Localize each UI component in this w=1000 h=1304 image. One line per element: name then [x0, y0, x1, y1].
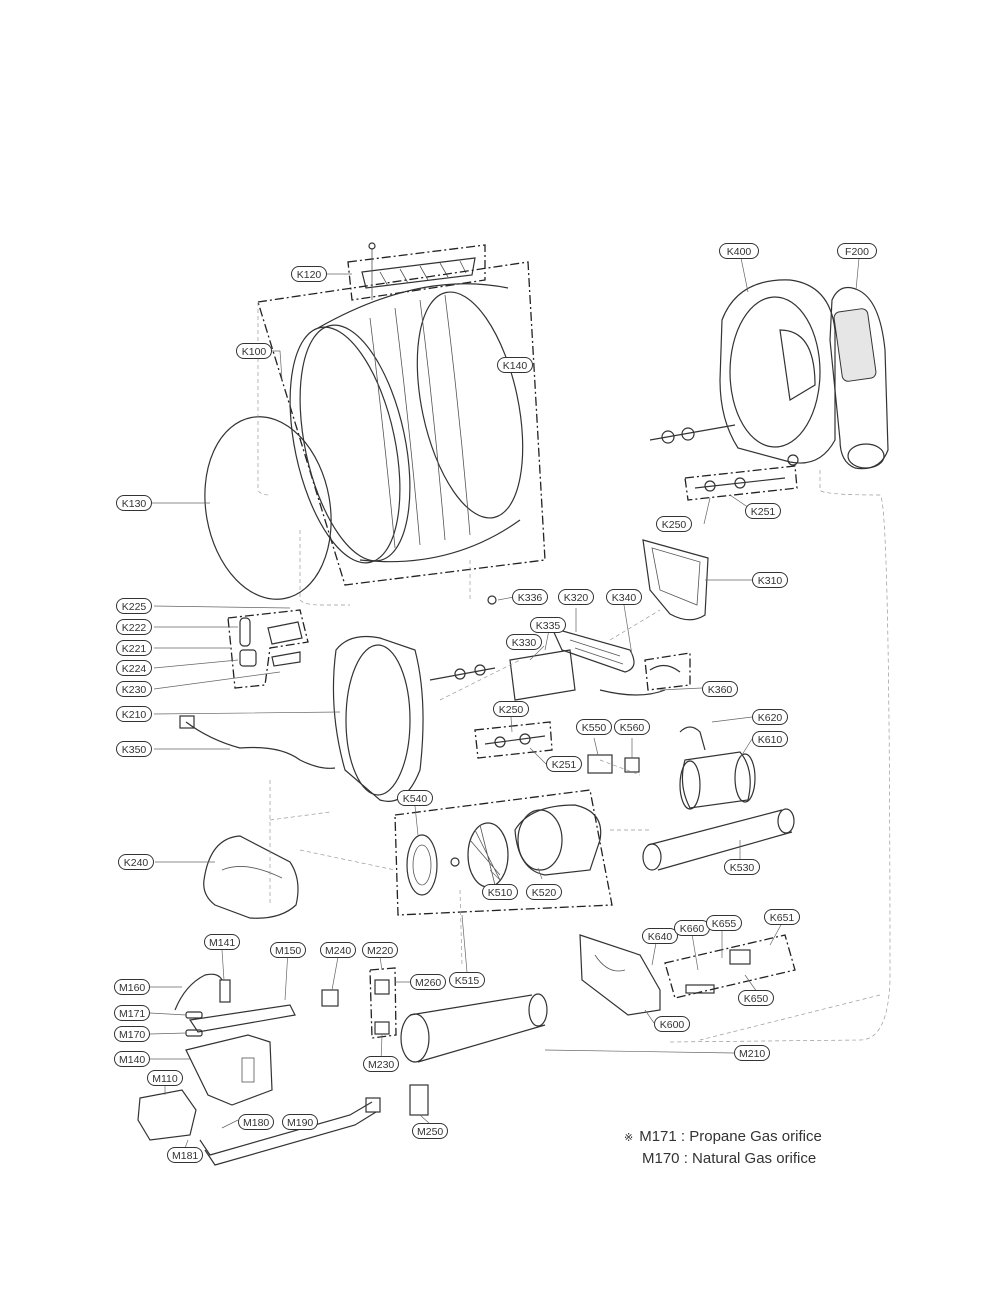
orifice-note: ※ M171 : Propane Gas orifice M170 : Natur…	[624, 1128, 822, 1167]
part-K600-bracket	[579, 934, 661, 1016]
callout-K530: K530	[724, 859, 760, 875]
part-K250-roller-lower	[429, 664, 553, 759]
part-K210-front-bulkhead	[332, 635, 424, 802]
callout-M210: M210	[734, 1045, 770, 1061]
part-K650-igniter	[664, 934, 796, 999]
callout-K651: K651	[764, 909, 800, 925]
callout-K310: K310	[752, 572, 788, 588]
callout-M160: M160	[114, 979, 150, 995]
callout-M150: M150	[270, 942, 306, 958]
callout-K130: K130	[116, 495, 152, 511]
part-M220-sensor-group	[321, 967, 397, 1039]
callout-K251-top: K251	[745, 503, 781, 519]
callout-K250-lower: K250	[493, 701, 529, 717]
callout-K230: K230	[116, 681, 152, 697]
part-K400-rear-bulkhead	[719, 279, 836, 466]
part-M140-burner-bracket	[185, 979, 296, 1106]
callout-K330: K330	[506, 634, 542, 650]
part-K250-roller-top	[684, 465, 798, 501]
part-K220-lamp-group	[227, 609, 309, 689]
callout-K650: K650	[738, 990, 774, 1006]
callout-K221: K221	[116, 640, 152, 656]
note-line-natural: M170 : Natural Gas orifice	[642, 1150, 817, 1167]
callout-K660: K660	[674, 920, 710, 936]
part-M110-valve	[137, 1089, 197, 1141]
part-M210-burner-tube	[400, 993, 548, 1116]
part-K140-drum	[257, 261, 546, 586]
part-K350-cord	[179, 715, 336, 769]
part-K610-motor	[679, 726, 756, 810]
callout-K222: K222	[116, 619, 152, 635]
callout-M171: M171	[114, 1005, 150, 1021]
callout-K336: K336	[512, 589, 548, 605]
part-K520-blower-group	[394, 789, 613, 916]
callout-K560: K560	[614, 719, 650, 735]
callout-K224: K224	[116, 660, 152, 676]
callout-K540: K540	[397, 790, 433, 806]
callout-K610: K610	[752, 731, 788, 747]
callout-M260: M260	[410, 974, 446, 990]
callout-K360: K360	[702, 681, 738, 697]
callout-K335: K335	[530, 617, 566, 633]
callout-K655: K655	[706, 915, 742, 931]
assembly-guide-lines	[257, 302, 891, 1043]
part-K120-duct	[347, 244, 486, 301]
part-K310-frame	[642, 539, 709, 621]
note-line-propane: M171 : Propane Gas orifice	[639, 1128, 822, 1145]
callout-K515: K515	[449, 972, 485, 988]
callout-K350: K350	[116, 741, 152, 757]
callout-M190: M190	[282, 1114, 318, 1130]
callout-M170: M170	[114, 1026, 150, 1042]
callout-K640: K640	[642, 928, 678, 944]
note-mark: ※	[624, 1132, 634, 1144]
callout-K210: K210	[116, 706, 152, 722]
callout-K251-lower: K251	[546, 756, 582, 772]
part-K130-seal	[204, 416, 332, 600]
callout-M180: M180	[238, 1114, 274, 1130]
callout-K140: K140	[497, 357, 533, 373]
callout-K100: K100	[236, 343, 272, 359]
callout-K400: K400	[719, 243, 759, 259]
callout-K340: K340	[606, 589, 642, 605]
callout-M181: M181	[167, 1147, 203, 1163]
callout-M140: M140	[114, 1051, 150, 1067]
callout-K550: K550	[576, 719, 612, 735]
callout-M110: M110	[147, 1070, 183, 1086]
callout-K520: K520	[526, 884, 562, 900]
callout-K120: K120	[291, 266, 327, 282]
part-M160-wire	[174, 973, 223, 1011]
callout-M240: M240	[320, 942, 356, 958]
leader-lines	[149, 257, 860, 1149]
callout-M250: M250	[412, 1123, 448, 1139]
callout-K240: K240	[118, 854, 154, 870]
callout-K620: K620	[752, 709, 788, 725]
part-M190-tube	[199, 1097, 381, 1166]
part-K240-door	[203, 835, 299, 919]
callout-F200: F200	[837, 243, 877, 259]
callout-K510: K510	[482, 884, 518, 900]
part-M170-orifice	[185, 1011, 203, 1037]
callout-M141: M141	[204, 934, 240, 950]
part-K530-duct	[642, 808, 795, 871]
callout-M220: M220	[362, 942, 398, 958]
callout-K320: K320	[558, 589, 594, 605]
part-F200-filter	[829, 287, 889, 470]
callout-K250-top: K250	[656, 516, 692, 532]
part-roller-shaft	[649, 424, 736, 444]
callout-M230: M230	[363, 1056, 399, 1072]
callout-K600: K600	[654, 1016, 690, 1032]
part-K320-heater-group	[487, 595, 691, 701]
part-K550-switch	[587, 754, 640, 774]
callout-K225: K225	[116, 598, 152, 614]
